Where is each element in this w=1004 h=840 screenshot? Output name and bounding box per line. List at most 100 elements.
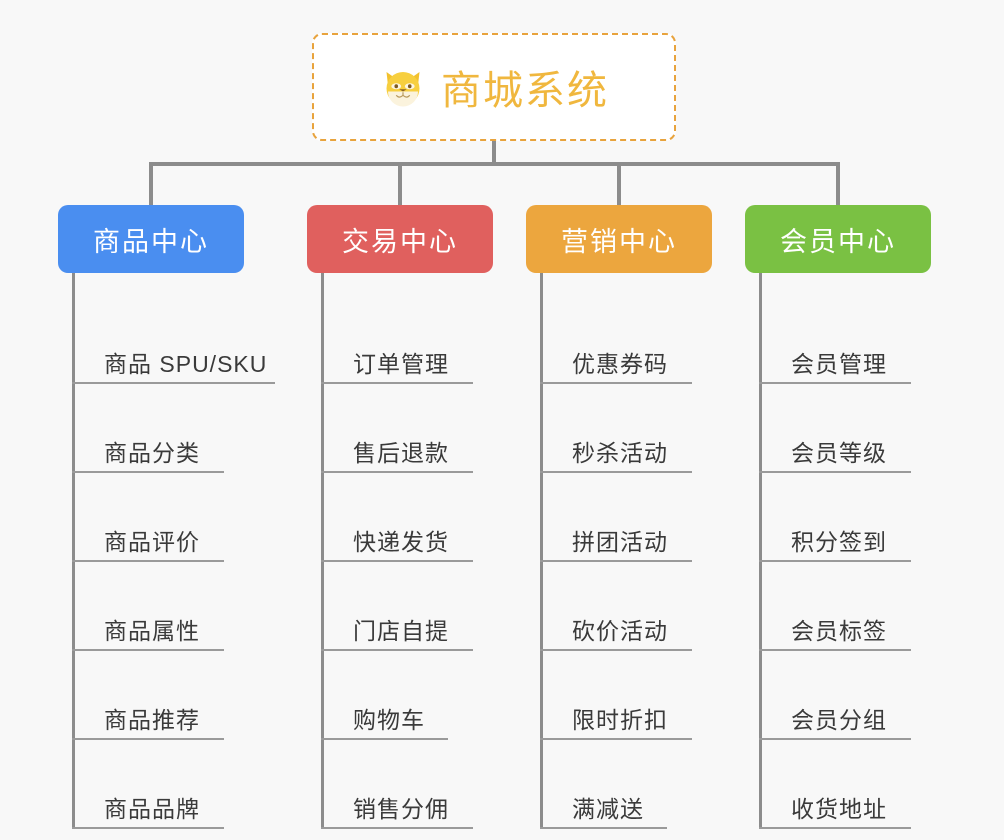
leaf-item-label: 限时折扣 [572, 707, 668, 733]
branch-spine [321, 273, 324, 829]
leaf-item-label: 快递发货 [353, 529, 449, 555]
category-header-2[interactable]: 交易中心 [307, 205, 493, 273]
leaf-item-underline [72, 649, 224, 651]
leaf-item-underline [321, 649, 473, 651]
leaf-list: 优惠券码秒杀活动拼团活动砍价活动限时折扣满减送 [540, 273, 712, 829]
connector-drop-2 [398, 162, 402, 207]
leaf-item[interactable]: 会员分组 [759, 651, 931, 740]
leaf-item-underline [759, 560, 911, 562]
leaf-item[interactable]: 订单管理 [321, 295, 493, 384]
connector-bus [149, 162, 840, 166]
leaf-item[interactable]: 限时折扣 [540, 651, 712, 740]
leaf-item-underline [321, 471, 473, 473]
leaf-item-label: 会员等级 [791, 440, 887, 466]
leaf-item-underline [72, 738, 224, 740]
leaf-item[interactable]: 秒杀活动 [540, 384, 712, 473]
leaf-item[interactable]: 收货地址 [759, 740, 931, 829]
category-header-label: 会员中心 [780, 226, 896, 257]
leaf-item-label: 销售分佣 [353, 796, 449, 822]
leaf-item[interactable]: 商品推荐 [72, 651, 244, 740]
leaf-item-label: 商品分类 [104, 440, 200, 466]
leaf-item-underline [540, 738, 692, 740]
connector-drop-1 [149, 162, 153, 207]
leaf-item-underline [321, 560, 473, 562]
leaf-item-underline [540, 382, 692, 384]
category-header-label: 营销中心 [561, 226, 677, 257]
leaf-item-label: 商品评价 [104, 529, 200, 555]
category-header-label: 交易中心 [342, 226, 458, 257]
leaf-item-label: 秒杀活动 [572, 440, 668, 466]
connector-drop-3 [617, 162, 621, 207]
leaf-item-label: 购物车 [353, 707, 425, 733]
leaf-item-label: 收货地址 [791, 796, 887, 822]
category-header-label: 商品中心 [93, 226, 209, 257]
branch-spine [72, 273, 75, 829]
leaf-item-underline [72, 827, 224, 829]
leaf-item-underline [759, 471, 911, 473]
leaf-item-underline [759, 738, 911, 740]
category-column-3: 营销中心优惠券码秒杀活动拼团活动砍价活动限时折扣满减送 [526, 205, 712, 829]
leaf-item-label: 商品属性 [104, 618, 200, 644]
category-column-4: 会员中心会员管理会员等级积分签到会员标签会员分组收货地址 [745, 205, 931, 829]
leaf-item-label: 优惠券码 [572, 351, 668, 377]
category-column-2: 交易中心订单管理售后退款快递发货门店自提购物车销售分佣 [307, 205, 493, 829]
leaf-item[interactable]: 优惠券码 [540, 295, 712, 384]
leaf-item-underline [540, 560, 692, 562]
leaf-item-label: 售后退款 [353, 440, 449, 466]
leaf-item-label: 商品品牌 [104, 796, 200, 822]
leaf-item-label: 商品 SPU/SKU [104, 351, 268, 377]
shiba-dog-face-icon [379, 63, 427, 111]
leaf-item[interactable]: 售后退款 [321, 384, 493, 473]
leaf-item[interactable]: 会员标签 [759, 562, 931, 651]
leaf-item-underline [72, 560, 224, 562]
leaf-item-label: 砍价活动 [572, 618, 668, 644]
category-header-1[interactable]: 商品中心 [58, 205, 244, 273]
leaf-item-underline [540, 649, 692, 651]
leaf-item-label: 满减送 [572, 796, 644, 822]
leaf-item[interactable]: 会员等级 [759, 384, 931, 473]
leaf-item[interactable]: 商品分类 [72, 384, 244, 473]
leaf-item-label: 商品推荐 [104, 707, 200, 733]
leaf-item-underline [540, 471, 692, 473]
leaf-item[interactable]: 快递发货 [321, 473, 493, 562]
leaf-item[interactable]: 门店自提 [321, 562, 493, 651]
leaf-item-label: 拼团活动 [572, 529, 668, 555]
leaf-item-label: 门店自提 [353, 618, 449, 644]
leaf-item[interactable]: 积分签到 [759, 473, 931, 562]
leaf-item-label: 订单管理 [353, 351, 449, 377]
connector-drop-4 [836, 162, 840, 207]
leaf-item[interactable]: 商品评价 [72, 473, 244, 562]
leaf-item-underline [321, 382, 473, 384]
leaf-item[interactable]: 购物车 [321, 651, 493, 740]
leaf-item[interactable]: 拼团活动 [540, 473, 712, 562]
leaf-item-label: 积分签到 [791, 529, 887, 555]
leaf-list: 会员管理会员等级积分签到会员标签会员分组收货地址 [759, 273, 931, 829]
leaf-item-label: 会员管理 [791, 351, 887, 377]
root-node-shopping-mall-system[interactable]: 商城系统 [312, 33, 676, 141]
leaf-item[interactable]: 商品 SPU/SKU [72, 295, 275, 384]
leaf-item-underline [321, 827, 473, 829]
leaf-item-underline [759, 649, 911, 651]
leaf-item-underline [759, 382, 911, 384]
leaf-item-underline [72, 471, 224, 473]
branch-spine [759, 273, 762, 829]
category-header-3[interactable]: 营销中心 [526, 205, 712, 273]
leaf-list: 商品 SPU/SKU 商品分类商品评价商品属性商品推荐商品品牌 [72, 273, 275, 829]
leaf-item[interactable]: 会员管理 [759, 295, 931, 384]
category-header-4[interactable]: 会员中心 [745, 205, 931, 273]
leaf-item-underline [759, 827, 911, 829]
leaf-item[interactable]: 商品品牌 [72, 740, 244, 829]
leaf-item-underline [72, 382, 275, 384]
leaf-item[interactable]: 商品属性 [72, 562, 244, 651]
leaf-item-label: 会员标签 [791, 618, 887, 644]
leaf-item[interactable]: 销售分佣 [321, 740, 493, 829]
leaf-item-label: 会员分组 [791, 707, 887, 733]
leaf-item[interactable]: 砍价活动 [540, 562, 712, 651]
branch-spine [540, 273, 543, 829]
category-column-1: 商品中心商品 SPU/SKU 商品分类商品评价商品属性商品推荐商品品牌 [58, 205, 275, 829]
root-node-label: 商城系统 [441, 69, 609, 113]
leaf-list: 订单管理售后退款快递发货门店自提购物车销售分佣 [321, 273, 493, 829]
leaf-item[interactable]: 满减送 [540, 740, 712, 829]
leaf-item-underline [321, 738, 448, 740]
